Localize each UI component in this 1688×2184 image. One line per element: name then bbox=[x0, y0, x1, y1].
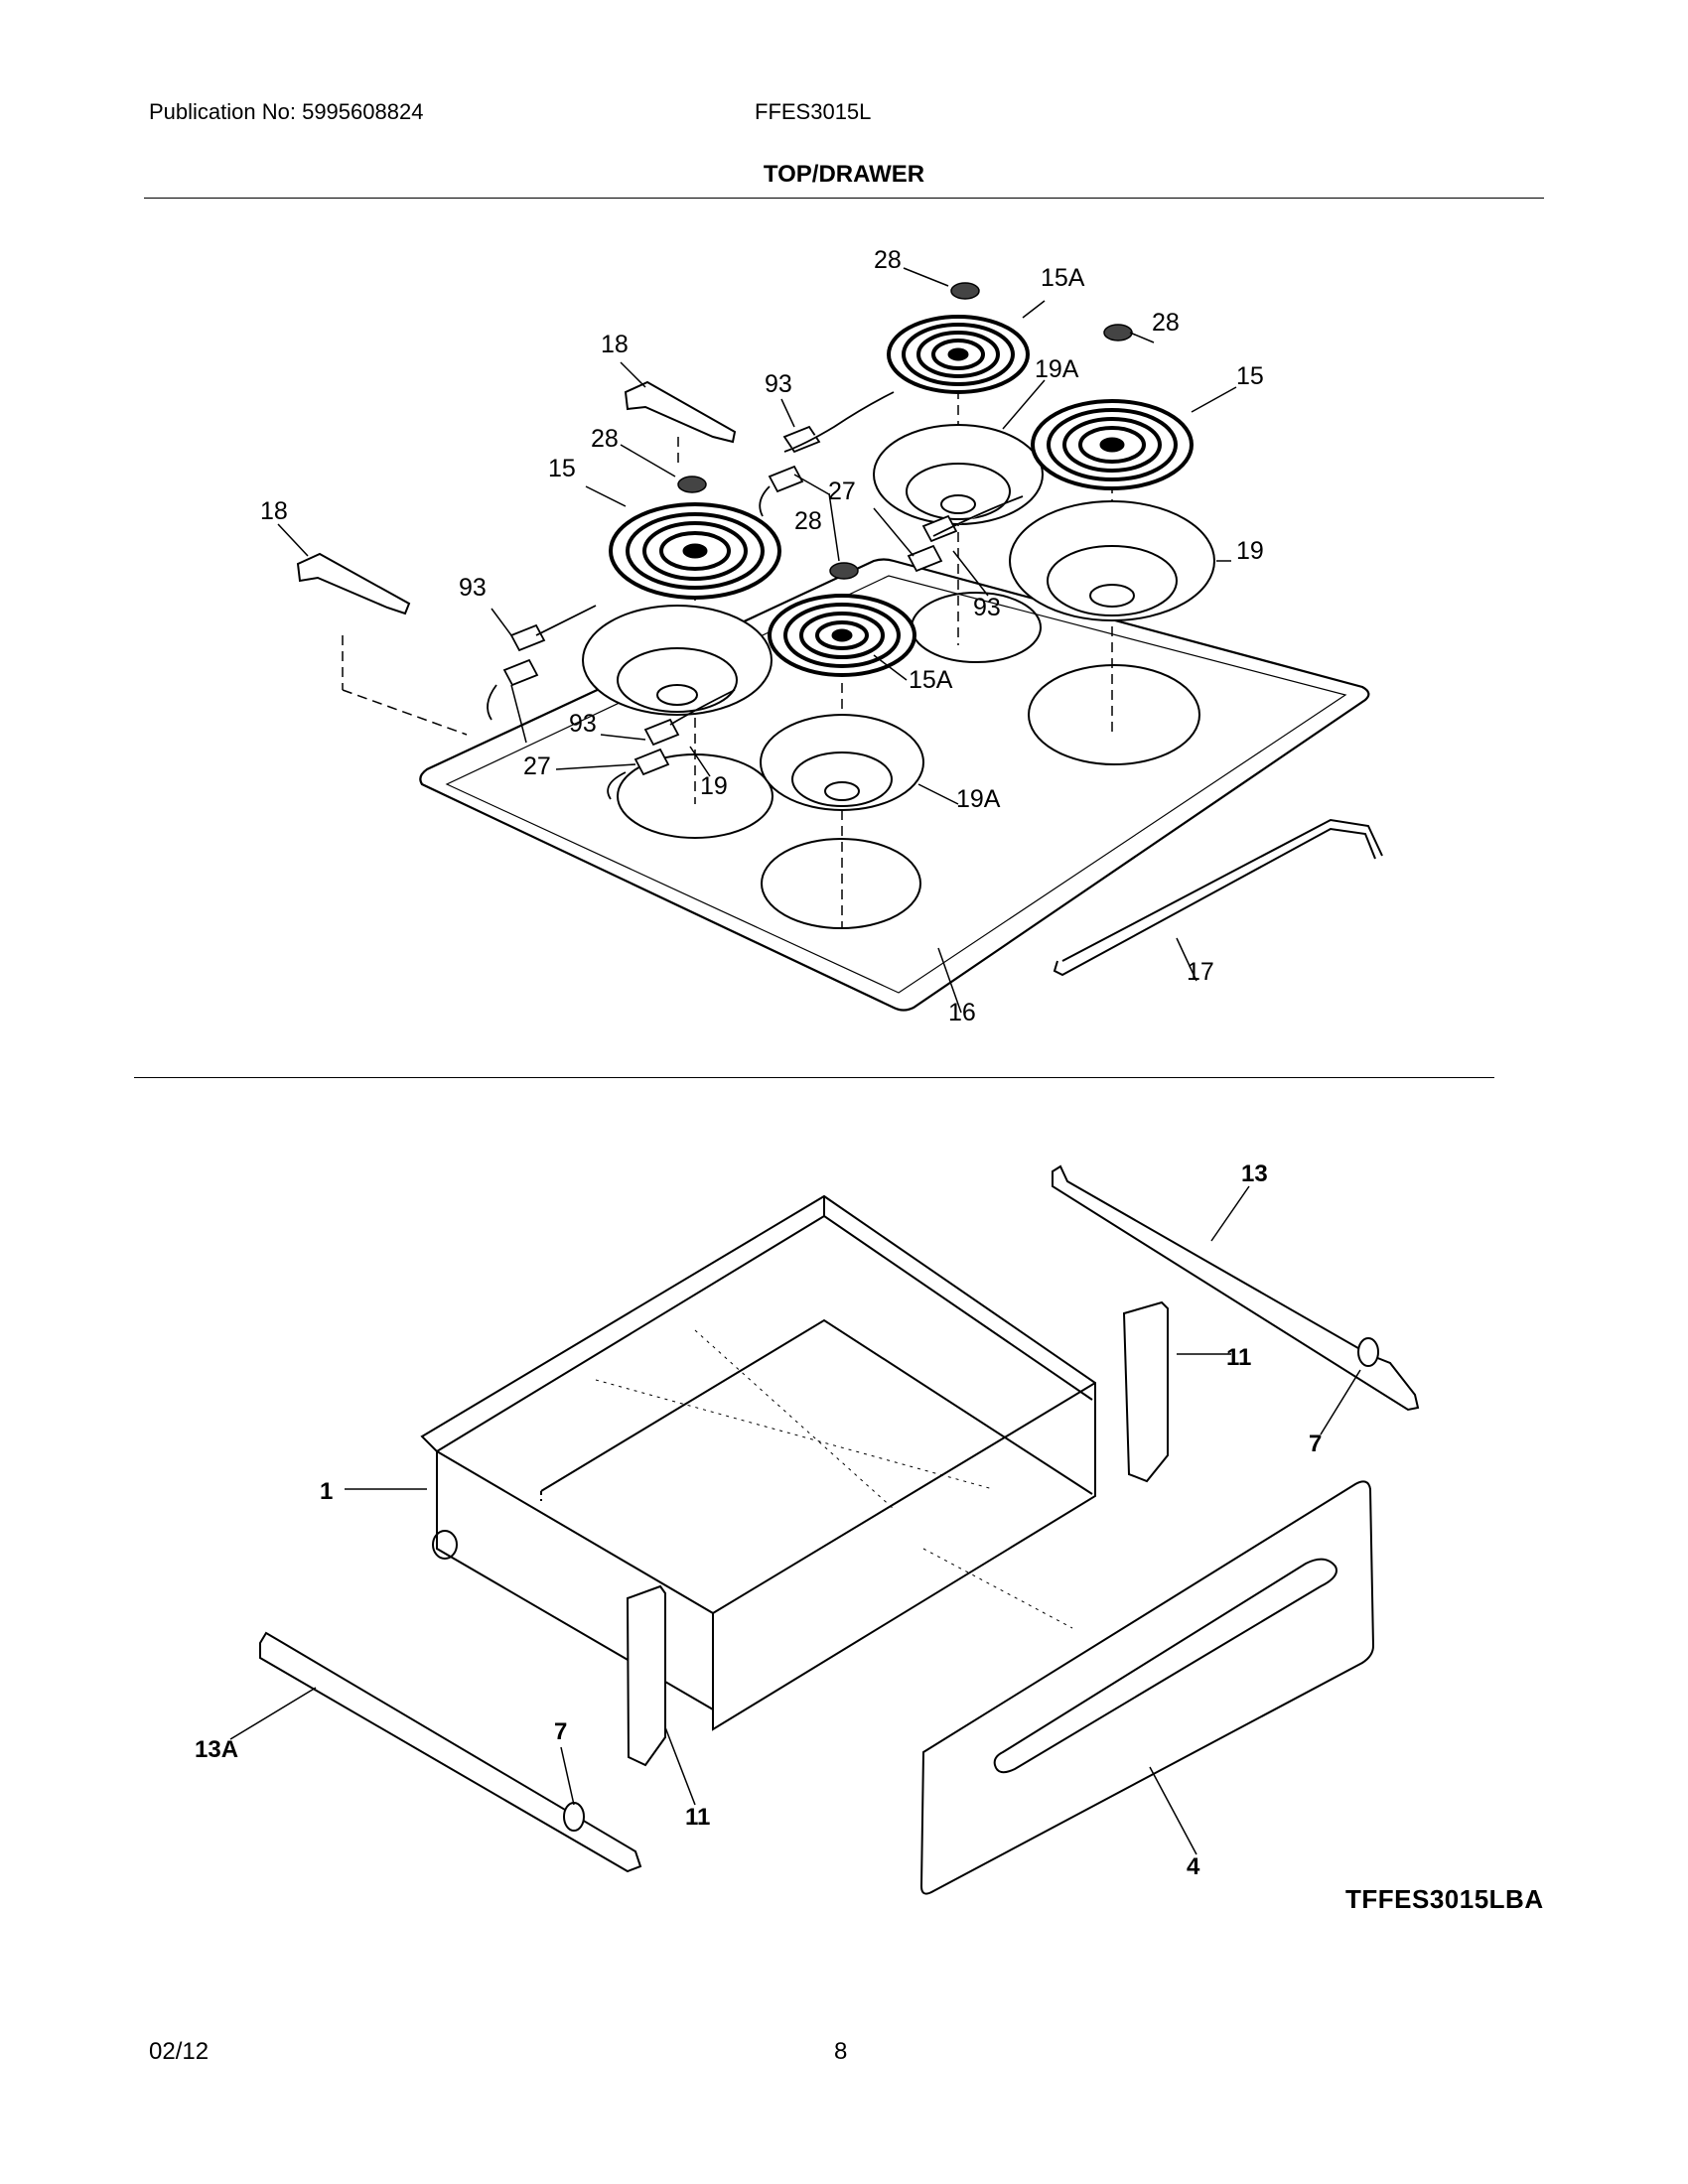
callout-16: 16 bbox=[948, 999, 976, 1026]
drip-bowl-19a-rear bbox=[873, 424, 1044, 525]
callout-11: 11 bbox=[685, 1804, 710, 1831]
receptacles-and-wires bbox=[487, 391, 1024, 800]
callout-17: 17 bbox=[1187, 958, 1214, 986]
drawer-leaders bbox=[229, 1185, 1361, 1855]
callout-93: 93 bbox=[569, 710, 597, 738]
callout-7: 7 bbox=[554, 1718, 567, 1745]
coil-element-15a-front bbox=[768, 594, 916, 677]
callout-15: 15 bbox=[548, 455, 576, 482]
callout-1: 1 bbox=[320, 1478, 333, 1505]
support-rod bbox=[1053, 818, 1383, 977]
callout-28: 28 bbox=[874, 246, 902, 274]
burner-opening-right-front bbox=[761, 838, 921, 929]
drawer-texture bbox=[595, 1329, 1073, 1629]
callout-7: 7 bbox=[1309, 1431, 1322, 1457]
drip-bowl-19-left bbox=[582, 605, 773, 716]
cooktop-exploded-diagram: 28 15A 28 15 18 93 19A 28 15 27 28 18 19… bbox=[260, 246, 1383, 1026]
drawer-body bbox=[420, 1194, 1096, 1731]
callout-15: 15 bbox=[1236, 362, 1264, 390]
callout-19: 19 bbox=[700, 772, 728, 800]
coil-element-15-left bbox=[609, 502, 781, 600]
callout-15a: 15A bbox=[909, 666, 953, 694]
coil-elements bbox=[609, 315, 1194, 677]
drawer-brackets bbox=[626, 1300, 1169, 1767]
section-title: TOP/DRAWER bbox=[763, 161, 925, 188]
callout-15a: 15A bbox=[1041, 264, 1085, 292]
callout-leaders bbox=[277, 267, 1237, 1014]
mounting-brackets bbox=[296, 380, 737, 615]
callout-27: 27 bbox=[828, 478, 856, 505]
diagram-image-code: TFFES3015LBA bbox=[1345, 1884, 1544, 1914]
callout-18: 18 bbox=[260, 497, 288, 525]
callout-28: 28 bbox=[1152, 309, 1180, 337]
callout-93: 93 bbox=[765, 370, 792, 398]
section-divider bbox=[134, 1077, 1494, 1078]
drip-bowl-19a-front bbox=[760, 714, 924, 811]
callout-28: 28 bbox=[591, 425, 619, 453]
callout-11: 11 bbox=[1226, 1344, 1251, 1371]
callout-27: 27 bbox=[523, 752, 551, 780]
callout-19a: 19A bbox=[956, 785, 1001, 813]
drip-bowls bbox=[582, 424, 1215, 811]
top-callout-labels: 28 15A 28 15 18 93 19A 28 15 27 28 18 19… bbox=[260, 246, 1264, 1026]
burner-opening-right-rear bbox=[1028, 664, 1200, 765]
callout-13: 13 bbox=[1241, 1160, 1268, 1187]
element-caps bbox=[677, 282, 1133, 580]
drawer-callout-labels: 13 11 7 1 13A 7 11 4 bbox=[195, 1160, 1322, 1880]
callout-93: 93 bbox=[459, 574, 487, 602]
drip-bowl-19-right bbox=[1009, 500, 1215, 621]
publication-date: 02/12 bbox=[149, 2038, 210, 2065]
callout-93: 93 bbox=[973, 594, 1001, 621]
callout-28: 28 bbox=[794, 507, 822, 535]
page-number: 8 bbox=[834, 2038, 848, 2065]
coil-element-15-right bbox=[1031, 399, 1194, 490]
drawer-front-panel bbox=[919, 1480, 1375, 1895]
drawer-slides bbox=[259, 1164, 1420, 1873]
callout-19: 19 bbox=[1236, 537, 1264, 565]
publication-number: Publication No: 5995608824 bbox=[149, 99, 424, 124]
callout-19a: 19A bbox=[1035, 355, 1079, 383]
model-number: FFES3015L bbox=[755, 99, 872, 124]
coil-element-15a-rear bbox=[887, 315, 1030, 394]
callout-13a: 13A bbox=[195, 1736, 238, 1763]
callout-18: 18 bbox=[601, 331, 629, 358]
title-rule bbox=[144, 198, 1544, 199]
callout-4: 4 bbox=[1187, 1853, 1200, 1880]
